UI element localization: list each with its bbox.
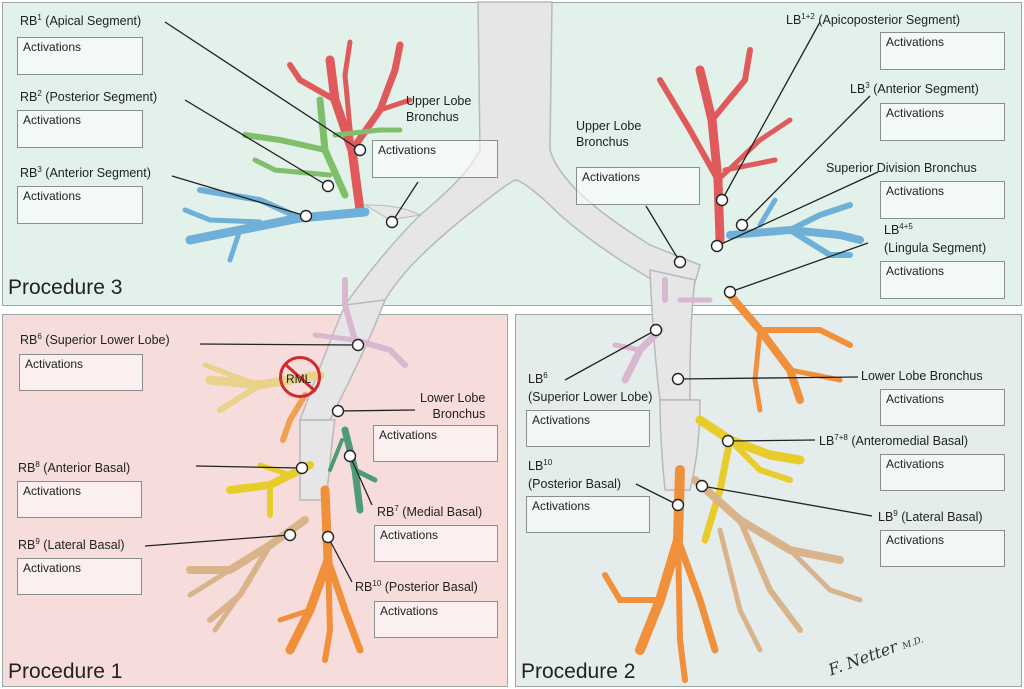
rb8-label: RB8 (Anterior Basal) [18,459,131,475]
rb7-activations-box[interactable]: Activations [374,525,498,562]
lb10-label: LB10 [528,457,553,473]
right-upper-lobe-activations-box[interactable]: Activations [372,140,498,178]
left-upper-lobe-activations-box[interactable]: Activations [576,167,700,205]
lingula-segment-label: (Lingula Segment) [884,241,987,255]
lb6-sub-label: (Superior Lower Lobe) [528,390,653,404]
lb3-activations-box[interactable]: Activations [880,103,1005,141]
lb10-activations-box[interactable]: Activations [526,496,650,533]
superior-division-activations-box[interactable]: Activations [880,181,1005,219]
lb10-sub-label: (Posterior Basal) [528,477,622,491]
rb6-label: RB6 (Superior Lower Lobe) [20,331,170,347]
procedure-1-title: Procedure 1 [8,660,123,683]
lb9-activations-box[interactable]: Activations [880,530,1005,567]
left-lower-trunk [659,399,701,491]
right-lower-trunk [299,419,336,501]
rb10-activations-box[interactable]: Activations [374,601,498,638]
rml-excluded-marker [279,356,321,398]
rb10-posterior-basal-branches [277,485,364,663]
left-lower-lobe-bronchus-label: Lower Lobe Bronchus [861,369,983,383]
rb7-medial-basal-branches [328,426,378,514]
right-lower-lobe-activations-box[interactable]: Activations [373,425,498,462]
rb3-anterior-branches [182,187,370,263]
lb12-label: LB1+2 (Apicoposterior Segment) [786,11,961,27]
rb2-activations-box[interactable]: Activations [17,110,143,148]
rml-label: RML [286,372,312,386]
lb6-activations-box[interactable]: Activations [526,410,650,447]
lb3-label: LB3 (Anterior Segment) [850,80,979,96]
procedure-2-title: Procedure 2 [521,660,636,683]
lb78-label: LB7+8 (Anteromedial Basal) [819,432,969,448]
leader-lines [144,21,879,583]
rb1-activations-box[interactable]: Activations [17,37,143,75]
lb12-activations-box[interactable]: Activations [880,32,1005,70]
lb6-superior-lower-lobe-branches [612,277,713,384]
rb2-posterior-branches [242,96,403,199]
procedure-3-title: Procedure 3 [8,276,123,299]
rb1-apical-branches [287,39,413,215]
rb9-activations-box[interactable]: Activations [17,558,142,595]
lb6-label: LB6 [528,370,548,386]
rb9-label: RB9 (Lateral Basal) [18,536,125,552]
trachea [344,1,701,332]
rb3-label: RB3 (Anterior Segment) [20,164,151,180]
rb3-activations-box[interactable]: Activations [17,186,143,224]
superior-division-bronchus-label: Superior Division Bronchus [826,161,977,175]
rb10-label: RB10 (Posterior Basal) [355,578,478,594]
lb9-lateral-basal-branches [691,476,863,653]
lb45-activations-box[interactable]: Activations [880,261,1005,299]
rb6-superior-lower-lobe-branches [312,277,408,368]
right-upper-lobe-stem [363,204,422,221]
rb6-activations-box[interactable]: Activations [19,354,143,391]
right-lower-lobe-bronchus-label: Lower Lobe Bronchus [420,391,486,421]
rb7-label: RB7 (Medial Basal) [377,503,483,519]
right-upper-lobe-bronchus-label: Upper Lobe Bronchus [406,94,472,124]
lb45-label: LB4+5 [884,221,913,237]
rb8-activations-box[interactable]: Activations [17,481,142,518]
lb9-label: LB9 (Lateral Basal) [878,508,983,524]
left-upper-lobe-bronchus-label: Upper Lobe Bronchus [576,119,642,149]
lb12-apicoposterior-branches [657,47,793,245]
lb45-lingula-branches [726,291,853,413]
lb78-activations-box[interactable]: Activations [880,454,1005,491]
marker-dots [283,143,749,544]
lb78-anteromedial-basal-branches [695,415,805,544]
rb2-label: RB2 (Posterior Segment) [20,88,158,104]
left-lower-lobe-activations-box[interactable]: Activations [880,389,1005,426]
rb1-label: RB1 (Apical Segment) [20,12,142,28]
lb3-anterior-branches [726,197,864,258]
